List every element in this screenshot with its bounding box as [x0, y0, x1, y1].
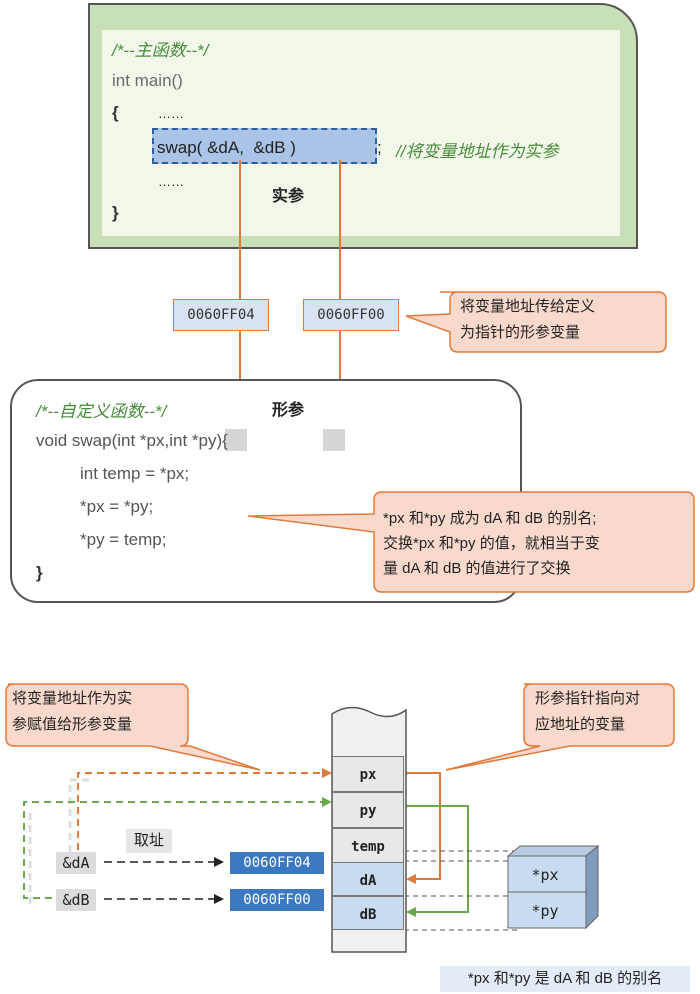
callout-assign-shape [5, 683, 261, 771]
main-close-brace: } [112, 203, 119, 222]
callout-point-shape [445, 683, 675, 771]
address-box-da: 0060FF04 [173, 299, 269, 331]
swap-comment: /*--自定义函数--*/ [36, 402, 167, 421]
memory-cell-py: py [332, 792, 404, 828]
address-box-db: 0060FF00 [303, 299, 399, 331]
main-open-brace: { [112, 103, 119, 122]
caption: *px 和*py 是 dA 和 dB 的别名 [440, 966, 690, 992]
callout-alias-line2: 交换*px 和*py 的值，就相当于变 [383, 535, 600, 552]
arrow-py-to-db [404, 805, 469, 917]
swap-line-2: *px = *py; [80, 497, 154, 516]
callout-assign-line2: 参赋值给形参变量 [12, 716, 133, 733]
ellipsis-1: …… [158, 106, 184, 121]
swap-signature: void swap(int *px,int *py){ [36, 431, 228, 450]
address-blue-db: 0060FF00 [230, 889, 324, 911]
callout-alias-shape [247, 491, 695, 593]
callout-pass-line1: 将变量地址传给定义 [460, 298, 596, 315]
callout-point-line2: 应地址的变量 [535, 716, 626, 733]
py-param-highlight [323, 429, 345, 451]
px-param-highlight [225, 429, 247, 451]
swap-call-box [152, 128, 377, 164]
memory-cell-temp: temp [332, 828, 404, 864]
main-signature: int main() [112, 71, 183, 90]
arrow-px-to-da [404, 772, 441, 884]
alias-box-shape [506, 844, 600, 930]
callout-alias-line1: *px 和*py 成为 dA 和 dB 的别名; [383, 510, 597, 527]
address-blue-da: 0060FF04 [230, 852, 324, 874]
ellipsis-2: …… [158, 174, 184, 189]
swap-call-comment: //将变量地址作为实参 [396, 142, 559, 161]
alias-px: *px [531, 866, 559, 884]
callout-alias-line3: 量 dA 和 dB 的值进行了交换 [383, 560, 571, 577]
swap-call: swap( &dA, &dB ) [157, 138, 296, 157]
swap-line-1: int temp = *px; [80, 464, 190, 483]
var-db: &dB [56, 889, 96, 911]
callout-pass-shape [405, 291, 667, 353]
arrow-da-to-px-cell [77, 768, 332, 850]
swap-line-3: *py = temp; [80, 530, 167, 549]
var-da: &dA [56, 852, 96, 874]
actual-param-label: 实参 [272, 188, 305, 205]
address-of-label: 取址 [126, 829, 172, 853]
formal-param-label: 形参 [272, 402, 305, 419]
main-comment: /*--主函数--*/ [112, 41, 209, 60]
memory-cell-da: dA [332, 862, 404, 896]
swap-call-semicolon: ; [377, 138, 382, 157]
memory-cell-px: px [332, 756, 404, 792]
arrow-db-to-py-cell [23, 797, 332, 899]
memory-cell-db: dB [332, 896, 404, 930]
callout-point-line1: 形参指针指向对 [535, 690, 641, 707]
swap-close-brace: } [36, 563, 43, 582]
alias-py: *py [531, 902, 559, 920]
callout-pass-line2: 为指针的形参变量 [460, 324, 581, 341]
callout-assign-line1: 将变量地址作为实 [12, 690, 133, 707]
